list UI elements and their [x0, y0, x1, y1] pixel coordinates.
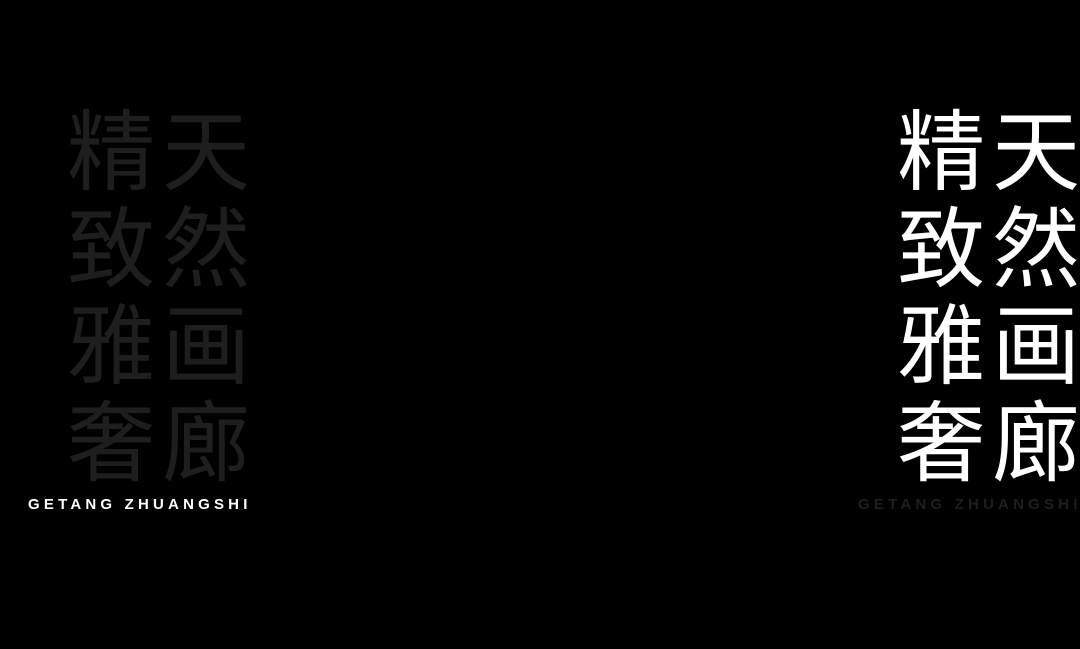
cjk-char: 天 — [162, 100, 251, 204]
cjk-character-grid: 天 精 然 致 画 雅 廊 奢 — [894, 104, 1080, 492]
cjk-char: 然 — [992, 197, 1080, 301]
cjk-char: 廊 — [992, 391, 1080, 495]
cjk-char: 天 — [992, 100, 1080, 204]
cjk-char: 廊 — [162, 391, 251, 495]
cjk-char: 致 — [897, 197, 986, 301]
cjk-char: 致 — [67, 197, 156, 301]
latin-wordmark: GETANG ZHUANGSHI — [28, 496, 252, 513]
cjk-char: 画 — [162, 294, 251, 398]
cjk-char: 精 — [67, 100, 156, 204]
cjk-char: 雅 — [897, 294, 986, 398]
cjk-char: 奢 — [67, 391, 156, 495]
cjk-char: 奢 — [897, 391, 986, 495]
latin-wordmark: GETANG ZHUANGSHI — [858, 496, 1080, 513]
cjk-char: 雅 — [67, 294, 156, 398]
logo-dark-on-black: 天 精 然 致 画 雅 廊 奢 GETANG ZHUANGSHI — [28, 104, 254, 513]
cjk-char: 精 — [897, 100, 986, 204]
cjk-char: 画 — [992, 294, 1080, 398]
cjk-char: 然 — [162, 197, 251, 301]
logo-light-on-black: 天 精 然 致 画 雅 廊 奢 GETANG ZHUANGSHI — [858, 104, 1080, 513]
cjk-character-grid: 天 精 然 致 画 雅 廊 奢 — [64, 104, 254, 492]
